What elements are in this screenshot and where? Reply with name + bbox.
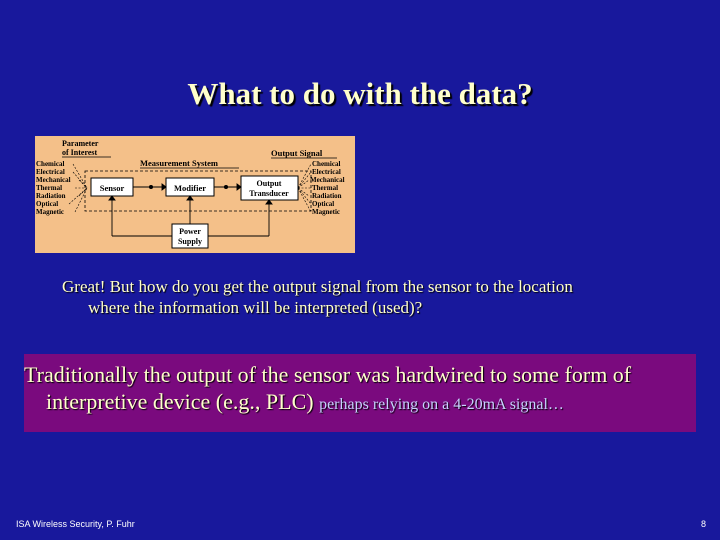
modifier-label: Modifier (174, 183, 206, 193)
output-type: Electrical (312, 168, 341, 176)
output-type: Radiation (312, 192, 342, 200)
measurement-system-boundary (84, 170, 312, 212)
output-transducer-label-1: Output (257, 179, 282, 188)
output-type: Magnetic (312, 208, 340, 216)
output-type: Thermal (312, 184, 338, 192)
parameter-heading-2: of Interest (62, 148, 98, 157)
measurement-system-label: Measurement System (140, 158, 218, 168)
traditional-line-1: Traditionally the output of the sensor w… (24, 362, 632, 387)
highlight-box (24, 354, 696, 432)
page-number: 8 (700, 519, 706, 529)
input-type: Electrical (36, 168, 65, 176)
slide-title: What to do with the data? (187, 76, 533, 111)
input-type: Magnetic (36, 208, 64, 216)
output-type: Mechanical (310, 176, 345, 184)
sensor-label: Sensor (100, 183, 125, 193)
diagram-svg: Parameter of Interest Measurement System… (36, 139, 345, 249)
output-types-list: Chemical Electrical Mechanical Thermal R… (310, 160, 345, 216)
input-type: Mechanical (36, 176, 71, 184)
input-type: Optical (36, 200, 58, 208)
input-type: Radiation (36, 192, 66, 200)
signal-arrows (108, 183, 273, 237)
question-line-1: Great! But how do you get the output sig… (62, 277, 573, 296)
input-fan-lines (68, 163, 88, 213)
question-paragraph: Great! But how do you get the output sig… (62, 276, 702, 318)
output-type: Chemical (312, 160, 340, 168)
power-supply-label-1: Power (179, 227, 201, 236)
input-types-list: Chemical Electrical Mechanical Thermal R… (36, 160, 71, 216)
footer-credit: ISA Wireless Security, P. Fuhr (16, 519, 135, 529)
traditional-line-2-wrapper: interpretive device (e.g., PLC) perhaps … (24, 388, 704, 418)
traditional-paragraph: Traditionally the output of the sensor w… (24, 361, 704, 418)
output-transducer-label-2: Transducer (249, 189, 289, 198)
output-fan-lines (297, 163, 312, 213)
measurement-system-diagram: Parameter of Interest Measurement System… (35, 136, 355, 253)
input-type: Thermal (36, 184, 62, 192)
parameter-heading-1: Parameter (62, 139, 99, 148)
question-line-2: where the information will be interprete… (88, 298, 423, 317)
output-signal-label: Output Signal (271, 148, 323, 158)
traditional-small-text: perhaps relying on a 4-20mA signal… (319, 396, 564, 413)
input-type: Chemical (36, 160, 64, 168)
power-supply-label-2: Supply (178, 237, 202, 246)
traditional-line-2: interpretive device (e.g., PLC) (46, 389, 314, 414)
output-type: Optical (312, 200, 334, 208)
